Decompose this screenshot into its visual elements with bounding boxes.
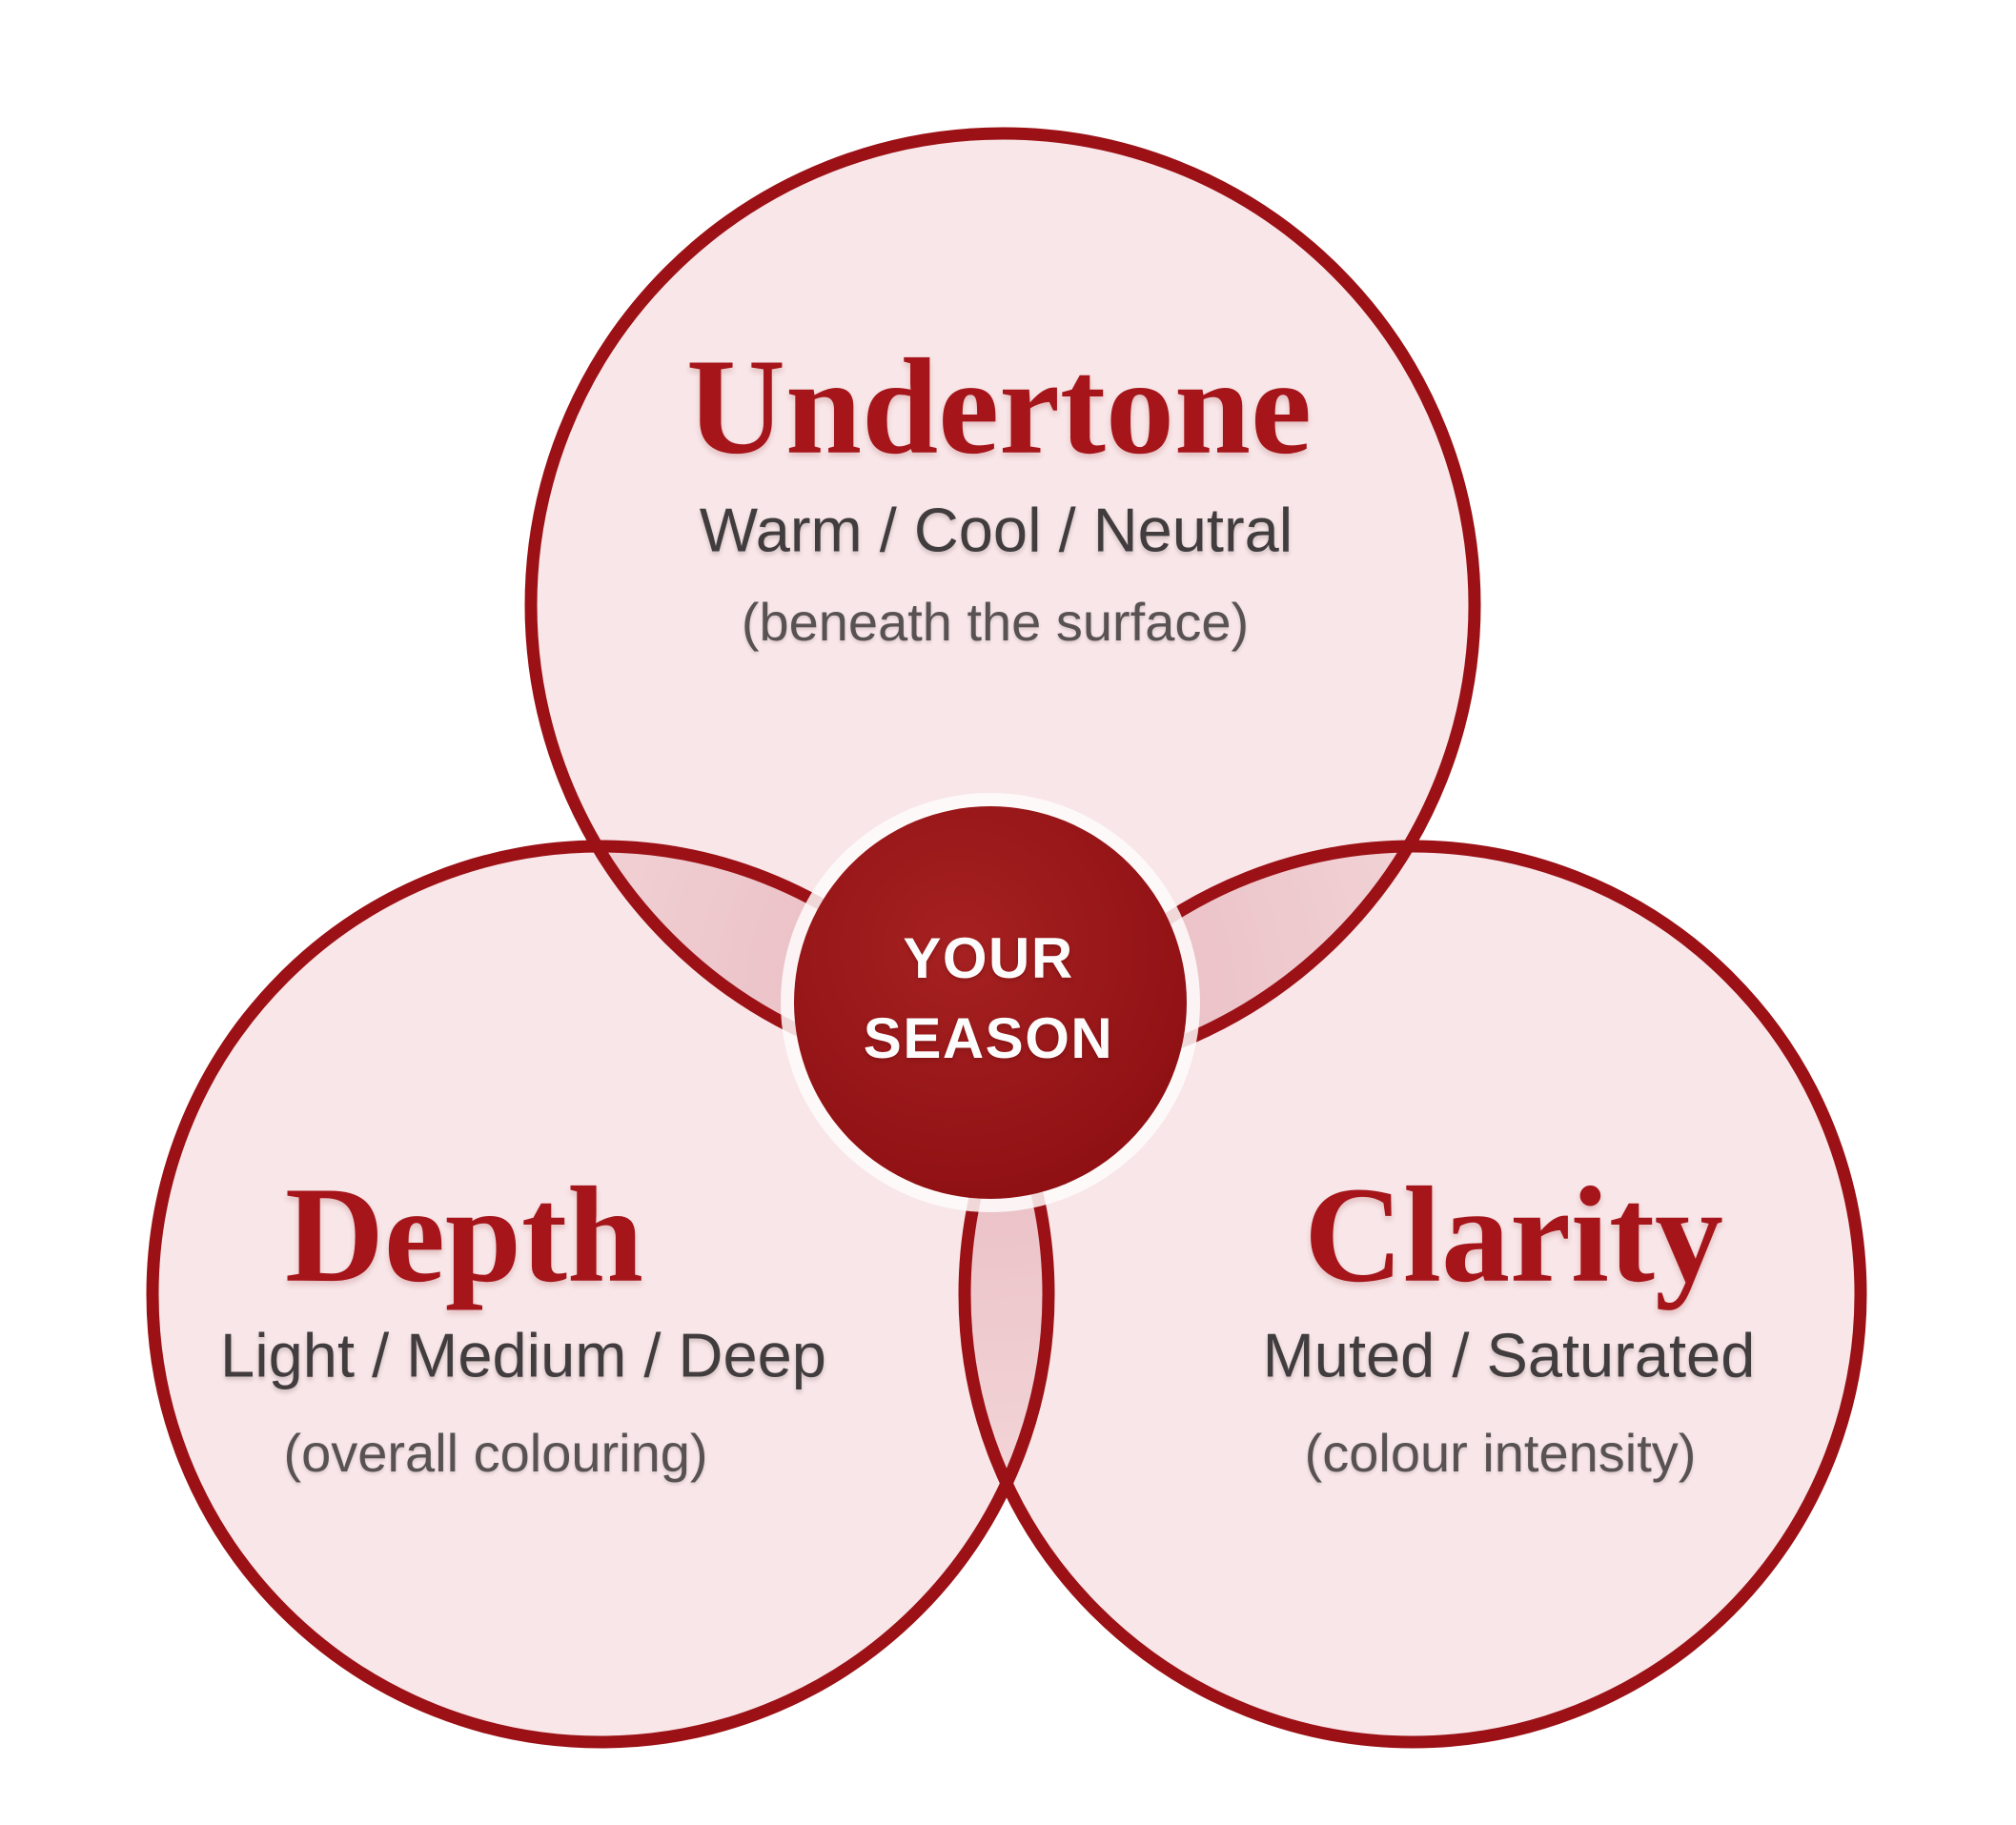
center-circle [794, 806, 1187, 1199]
clarity-subtitle: Muted / Saturated [1262, 1320, 1756, 1390]
clarity-circle-outline [958, 840, 1867, 1749]
undertone-subtitle: Warm / Cool / Neutral [699, 495, 1293, 565]
center-season-line1: YOUR [903, 926, 1074, 990]
undertone-heading: Undertone [686, 331, 1312, 483]
clarity-note: (colour intensity) [1304, 1423, 1697, 1484]
undertone-note: (beneath the surface) [741, 592, 1250, 653]
clarity-heading: Clarity [1304, 1159, 1723, 1311]
center-season-line2: SEASON [863, 1006, 1114, 1070]
depth-subtitle: Light / Medium / Deep [220, 1320, 826, 1390]
depth-heading: Depth [284, 1159, 644, 1311]
depth-circle-outline [146, 840, 1055, 1749]
depth-note: (overall colouring) [283, 1423, 708, 1484]
center-season-label: YOUR SEASON [864, 919, 1113, 1079]
undertone-circle [531, 133, 1475, 1077]
